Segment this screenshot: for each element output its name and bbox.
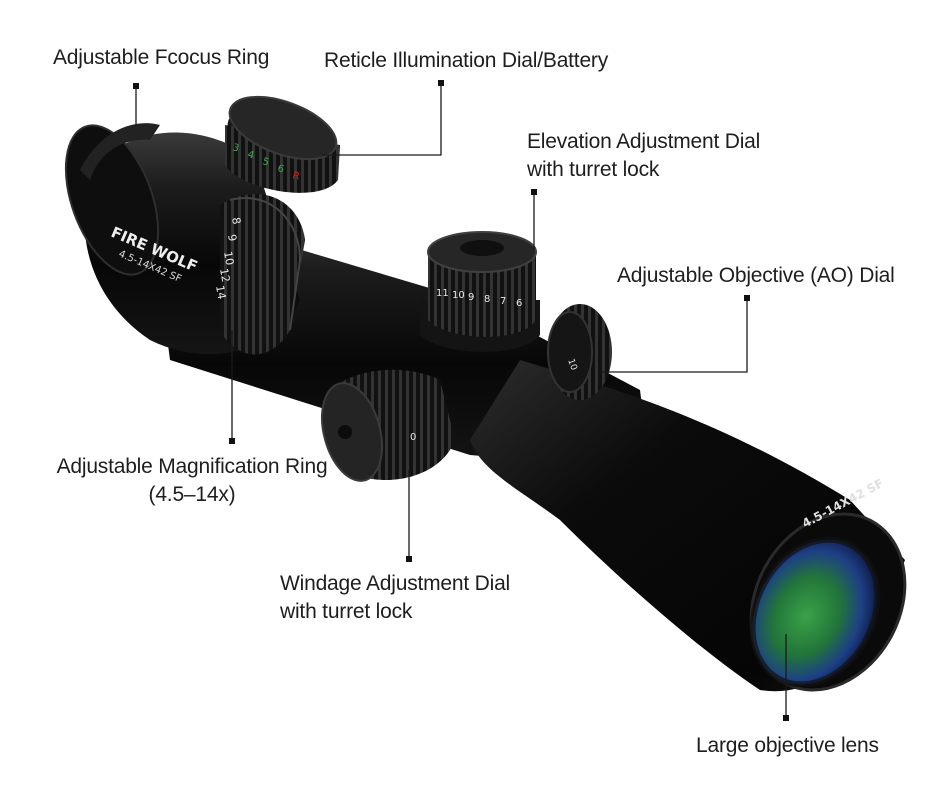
magMarks-item: 10 [221, 250, 236, 266]
elevMarks-item: 10 [452, 290, 465, 301]
elevMarks-item: 8 [484, 294, 490, 305]
leader-dots [133, 80, 789, 721]
elevation-turret [420, 231, 540, 352]
windage-mark: 0 [410, 432, 416, 443]
elevMarks-item: 9 [468, 292, 474, 303]
magMarks-item: 8 [229, 216, 243, 225]
magnification-ring [220, 193, 305, 355]
objective-lens-glass [752, 539, 878, 685]
label-objective-lens: Large objective lens [696, 732, 879, 760]
illumMarks-item: 4 [246, 149, 255, 161]
label-ao-dial: Adjustable Objective (AO) Dial [617, 262, 895, 290]
windage-turret [321, 369, 455, 482]
label-focus-ring: Adjustable Fcocus Ring [53, 44, 269, 72]
illumMarks-item: R [291, 170, 301, 182]
label-objective-lens-text: Large objective lens [696, 734, 879, 757]
label-reticle-dial-text: Reticle Illumination Dial/Battery [324, 49, 609, 72]
elevMarks-item: 11 [436, 288, 449, 299]
ao-dial [547, 304, 612, 400]
illumMarks-item: 3 [231, 142, 240, 154]
label-focus-ring-text: Adjustable Fcocus Ring [53, 46, 270, 69]
label-magnification-line2: (4.5–14x) [148, 483, 236, 506]
leader-reticle [322, 83, 442, 156]
label-magnification-ring: Adjustable Magnification Ring (4.5–14x) [44, 453, 340, 509]
magMarks-item: 12 [217, 267, 232, 283]
label-elevation-line1: Elevation Adjustment Dial [527, 130, 761, 153]
leader-ao [600, 298, 748, 373]
leader-lines [135, 83, 787, 718]
label-windage-line1: Windage Adjustment Dial [280, 572, 511, 595]
magMarks-item: 9 [225, 233, 239, 242]
label-windage-line2: with turret lock [280, 600, 413, 623]
label-magnification-line1: Adjustable Magnification Ring [56, 455, 328, 478]
illumMarks-item: 6 [276, 163, 285, 175]
label-ao-dial-text: Adjustable Objective (AO) Dial [617, 264, 895, 287]
elevMarks-item: 6 [516, 298, 522, 309]
illumination-dial [225, 95, 340, 193]
label-reticle-dial: Reticle Illumination Dial/Battery [324, 47, 608, 75]
ao-mark: 10 [565, 358, 578, 372]
magMarks-item: 14 [213, 284, 228, 300]
label-elevation-line2: with turret lock [527, 158, 660, 181]
illumMarks-item: 5 [261, 156, 270, 168]
label-elevation-dial: Elevation Adjustment Dial with turret lo… [527, 128, 760, 184]
elevMarks-item: 7 [500, 296, 506, 307]
label-windage-dial: Windage Adjustment Dial with turret lock [280, 570, 510, 626]
